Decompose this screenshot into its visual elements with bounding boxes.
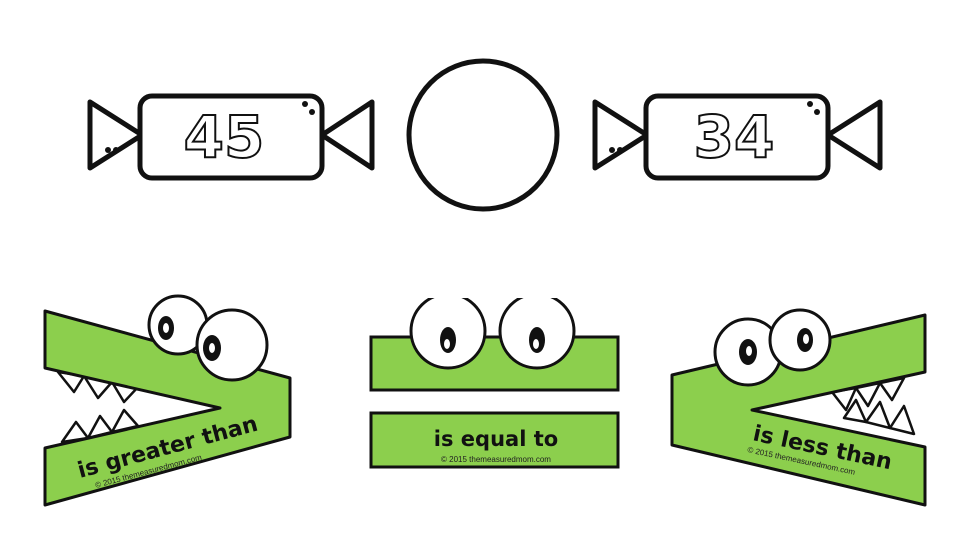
candy-right (592, 93, 883, 181)
equal-to-crocodile[interactable]: is equal to © 2015 themeasuredmom.com (369, 294, 620, 469)
candy-left (87, 93, 375, 181)
candy-number-right: 34 (694, 103, 775, 171)
candy-number-left: 45 (184, 103, 265, 171)
copyright-text: © 2015 themeasuredmom.com (441, 455, 551, 464)
comparison-symbol-circle[interactable] (406, 58, 560, 212)
greater-than-crocodile[interactable]: is greater than © 2015 themeasuredmom.co… (43, 294, 292, 507)
equal-to-label: is equal to (434, 427, 558, 451)
less-than-crocodile[interactable]: is less than © 2015 themeasuredmom.com (670, 308, 927, 507)
